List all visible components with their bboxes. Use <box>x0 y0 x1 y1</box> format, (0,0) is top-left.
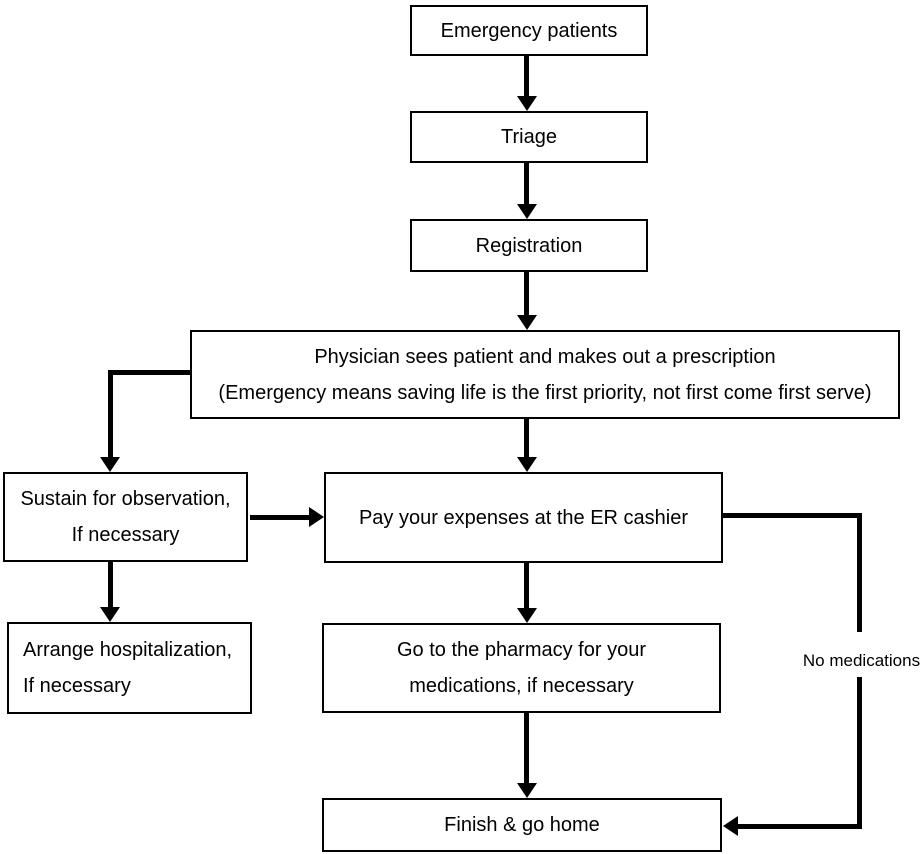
node-physician-line1: Physician sees patient and makes out a p… <box>314 345 776 368</box>
node-sustain-for-observation: Sustain for observation, If necessary <box>3 472 248 562</box>
node-triage: Triage <box>410 111 648 163</box>
node-physician-line2: (Emergency means saving life is the firs… <box>218 381 872 404</box>
node-emergency-patients-label: Emergency patients <box>440 19 618 42</box>
node-registration-label: Registration <box>475 234 583 257</box>
node-sustain-line1: Sustain for observation, <box>20 488 231 510</box>
node-arrange-line1: Arrange hospitalization, <box>23 639 233 661</box>
node-pay-expenses: Pay your expenses at the ER cashier <box>324 472 723 563</box>
node-emergency-patients: Emergency patients <box>410 5 648 56</box>
node-arrange-hospitalization: Arrange hospitalization, If necessary <box>7 622 252 714</box>
arrow-emergency-to-triage-head-icon <box>517 96 537 111</box>
arrow-sustain-to-pay-shaft <box>250 515 310 520</box>
arrow-physician-to-sustain-vsegment <box>108 370 113 457</box>
arrow-emergency-to-triage-shaft <box>524 56 529 96</box>
arrow-pay-to-pharmacy-shaft <box>524 563 529 608</box>
arrow-no-medications-bottom-hsegment <box>738 824 862 829</box>
node-pharmacy-line2: medications, if necessary <box>409 675 634 697</box>
arrow-physician-to-sustain-head-icon <box>100 457 120 472</box>
arrow-pharmacy-to-finish-shaft <box>524 713 529 783</box>
node-pharmacy: Go to the pharmacy for your medications,… <box>322 623 721 713</box>
node-finish-go-home-label: Finish & go home <box>444 814 600 836</box>
arrow-physician-to-pay-head-icon <box>517 457 537 472</box>
node-arrange-line2: If necessary <box>23 675 131 697</box>
node-sustain-line2: If necessary <box>71 524 180 546</box>
arrow-no-medications-lower-vsegment <box>857 677 862 827</box>
node-finish-go-home: Finish & go home <box>322 798 722 852</box>
arrow-registration-to-physician-shaft <box>524 272 529 315</box>
arrow-sustain-to-pay-head-icon <box>309 507 324 527</box>
arrow-no-medications-head-icon <box>723 816 738 836</box>
arrow-pharmacy-to-finish-head-icon <box>517 783 537 798</box>
arrow-pay-to-pharmacy-head-icon <box>517 608 537 623</box>
node-pharmacy-line1: Go to the pharmacy for your <box>396 639 646 661</box>
edge-label-no-medications: No medications <box>800 649 923 673</box>
arrow-no-medications-top-hsegment <box>723 513 862 518</box>
arrow-sustain-to-arrange-head-icon <box>100 607 120 622</box>
arrow-sustain-to-arrange-shaft <box>108 562 113 607</box>
node-triage-label: Triage <box>501 126 557 148</box>
node-pay-expenses-label: Pay your expenses at the ER cashier <box>358 506 689 529</box>
arrow-no-medications-upper-vsegment <box>857 513 862 632</box>
node-registration: Registration <box>410 219 648 272</box>
arrow-triage-to-registration-shaft <box>524 163 529 204</box>
arrow-triage-to-registration-head-icon <box>517 204 537 219</box>
node-physician-sees-patient: Physician sees patient and makes out a p… <box>190 330 900 419</box>
arrow-physician-to-sustain-hsegment <box>108 370 192 375</box>
arrow-physician-to-pay-shaft <box>524 419 529 457</box>
arrow-registration-to-physician-head-icon <box>517 315 537 330</box>
